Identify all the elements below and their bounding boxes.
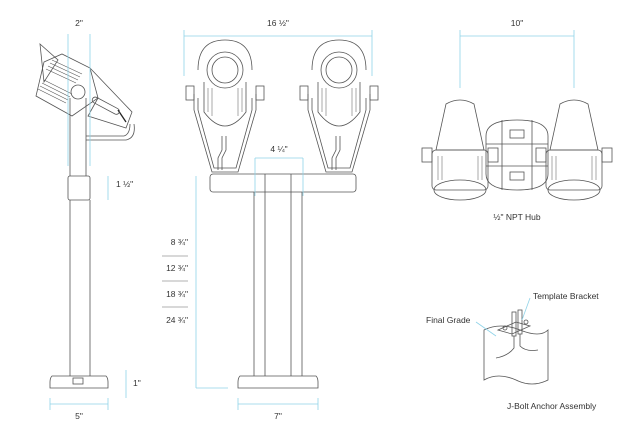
side-top-width-label: 2" — [75, 18, 83, 28]
height-option-3: 18 ¾" — [166, 289, 188, 299]
side-base-width-label: 5" — [75, 411, 83, 421]
side-collar-height-label: 1 ½" — [116, 179, 134, 189]
final-grade-label: Final Grade — [426, 315, 471, 325]
height-option-2: 12 ¾" — [166, 263, 188, 273]
j-bolt-caption: J-Bolt Anchor Assembly — [507, 401, 597, 411]
dimension-lines — [49, 30, 575, 410]
top-view-fixtures — [421, 99, 613, 201]
front-view-fixture-left — [185, 39, 265, 173]
side-base-height-label: 1" — [133, 378, 141, 388]
npt-hub-caption: ½" NPT Hub — [493, 212, 541, 222]
height-option-dividers — [162, 255, 188, 308]
j-bolt-anchor-drawing — [483, 309, 549, 385]
height-option-4: 24 ¾" — [166, 315, 188, 325]
front-hub-width-label: 4 ¼" — [270, 144, 288, 154]
top-spacing-label: 10" — [510, 18, 524, 28]
front-overall-width-label: 16 ½" — [267, 18, 289, 28]
front-base-width-label: 7" — [274, 411, 282, 421]
height-option-1: 8 ¾" — [170, 237, 188, 247]
front-view-hub-and-stem — [209, 173, 357, 389]
template-bracket-label: Template Bracket — [533, 291, 599, 301]
side-view-fixture — [35, 43, 135, 389]
front-view-fixture-right — [299, 39, 379, 173]
